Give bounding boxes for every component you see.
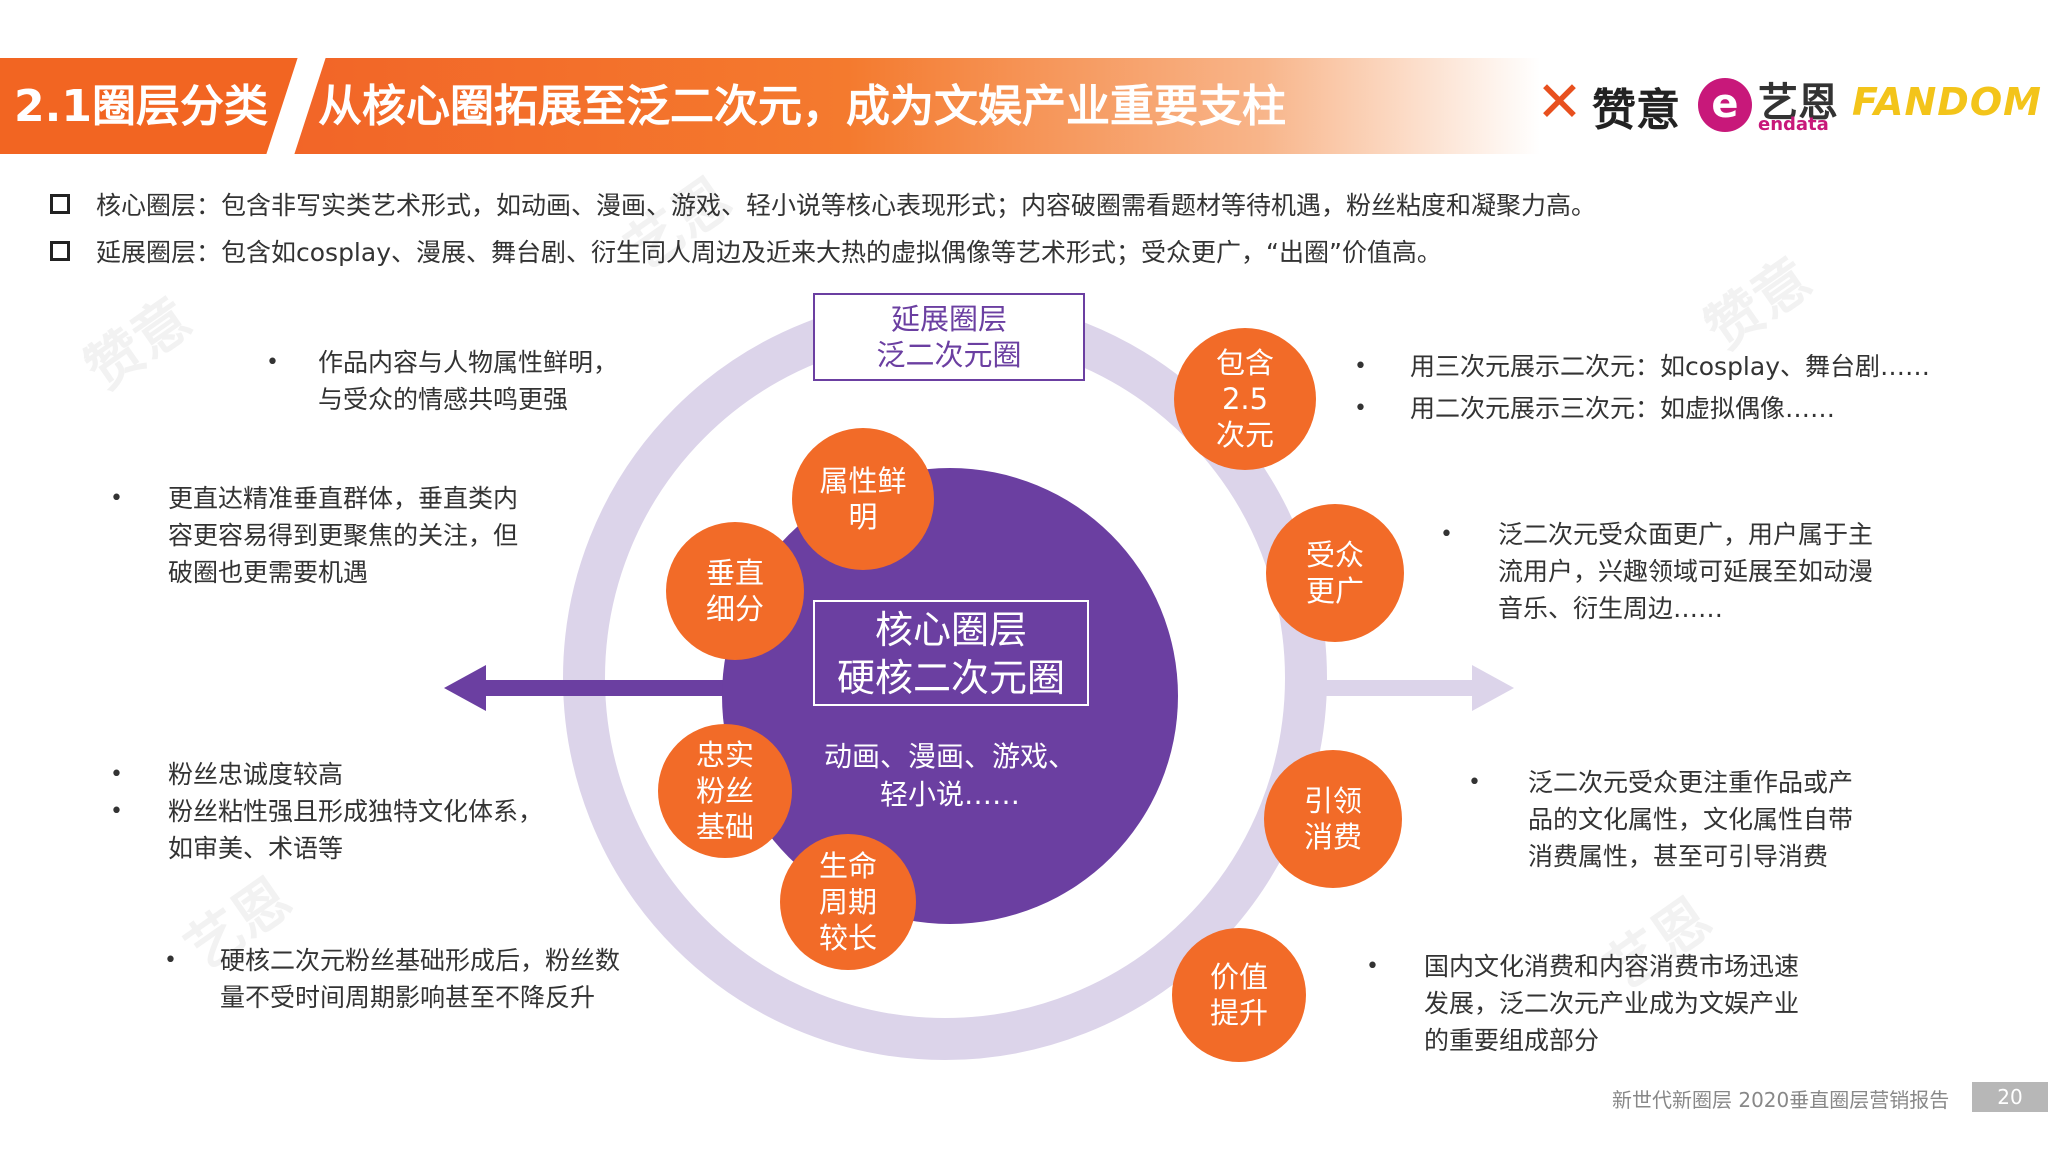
right-note-2: • 泛二次元受众面更广，用户属于主 流用户，兴趣领域可延展至如动漫 音乐、衍生周…	[1440, 516, 1918, 627]
bubble-value-increase: 价值提升	[1172, 928, 1306, 1062]
bullet-dot: •	[110, 799, 123, 824]
right-arrow-head	[1472, 665, 1514, 711]
right-note-3: • 泛二次元受众更注重作品或产 品的文化属性，文化属性自带 消费属性，甚至可引导…	[1468, 764, 1928, 875]
report-title: 新世代新圈层 2020垂直圈层营销报告	[1612, 1088, 1950, 1112]
intro-line: 延展圈层：包含如cosplay、漫展、舞台剧、衍生同人周边及近来大热的虚拟偶像等…	[50, 233, 1442, 269]
bubble-long-lifecycle: 生命周期较长	[780, 834, 916, 970]
watermark: 赞意	[74, 285, 204, 404]
header-section-tag	[0, 58, 296, 154]
bubble-loyal-fans: 忠实粉丝基础	[658, 724, 792, 858]
bullet-dot: •	[110, 486, 123, 511]
core-layer-label: 核心圈层 硬核二次元圈	[813, 600, 1089, 706]
yien-logo: 艺恩	[1758, 80, 1838, 126]
core-layer-desc: 动画、漫画、游戏、 轻小说……	[823, 740, 1076, 811]
fandom-logo: FANDOM	[1852, 80, 2042, 124]
right-note-4: • 国内文化消费和内容消费市场迅速 发展，泛二次元产业成为文娱产业 的重要组成部…	[1366, 948, 1864, 1059]
page-title: 从核心圈拓展至泛二次元，成为文娱产业重要支柱	[318, 81, 1286, 132]
bullet-dot: •	[1354, 354, 1367, 379]
bubble-2-5d: 包含2.5次元	[1174, 328, 1316, 470]
extended-layer-label: 延展圈层 泛二次元圈	[813, 293, 1085, 381]
bullet-dot: •	[1366, 954, 1379, 979]
left-note-3: • 粉丝忠诚度较高 • 粉丝粘性强且形成独特文化体系， 如审美、术语等	[110, 756, 588, 867]
right-note-1: • 用三次元展示二次元：如cosplay、舞台剧…… • 用二次元展示三次元：如…	[1354, 348, 1970, 427]
bullet-dot: •	[1440, 522, 1453, 547]
bubble-lead-consumption: 引领消费	[1264, 750, 1402, 888]
left-note-1: • 作品内容与人物属性鲜明， 与受众的情感共鸣更强	[266, 344, 678, 418]
endata-logo: endata	[1758, 114, 1829, 135]
watermark: 赞意	[1694, 245, 1824, 364]
page-number: 20	[1972, 1082, 2048, 1112]
bullet-dot: •	[1354, 396, 1367, 421]
checkbox-square-icon	[50, 194, 70, 214]
right-arrow	[1326, 680, 1476, 696]
bullet-dot: •	[1468, 770, 1481, 795]
left-note-2: • 更直达精准垂直群体，垂直类内 容更容易得到更聚焦的关注，但 破圈也更需要机遇	[110, 480, 568, 591]
left-note-4: • 硬核二次元粉丝基础形成后，粉丝数 量不受时间周期影响甚至不降反升	[164, 942, 670, 1016]
zanyi-logo: 赞意	[1592, 85, 1680, 136]
bullet-dot: •	[164, 948, 177, 973]
left-arrow	[478, 680, 724, 696]
bullet-dot: •	[110, 762, 123, 787]
bubble-wider-audience: 受众更广	[1266, 504, 1404, 642]
zanyi-x-icon: ✕	[1536, 70, 1583, 135]
checkbox-square-icon	[50, 241, 70, 261]
core-circle	[722, 468, 1178, 924]
bubble-distinct-attributes: 属性鲜明	[792, 428, 934, 570]
bullet-dot: •	[266, 350, 279, 375]
bubble-vertical-niche: 垂直细分	[666, 522, 804, 660]
section-number: 2.1圈层分类	[14, 81, 268, 132]
intro-line: 核心圈层：包含非写实类艺术形式，如动画、漫画、游戏、轻小说等核心表现形式；内容破…	[50, 186, 1596, 222]
endata-e-icon: e	[1698, 78, 1752, 132]
left-arrow-head	[444, 665, 486, 711]
